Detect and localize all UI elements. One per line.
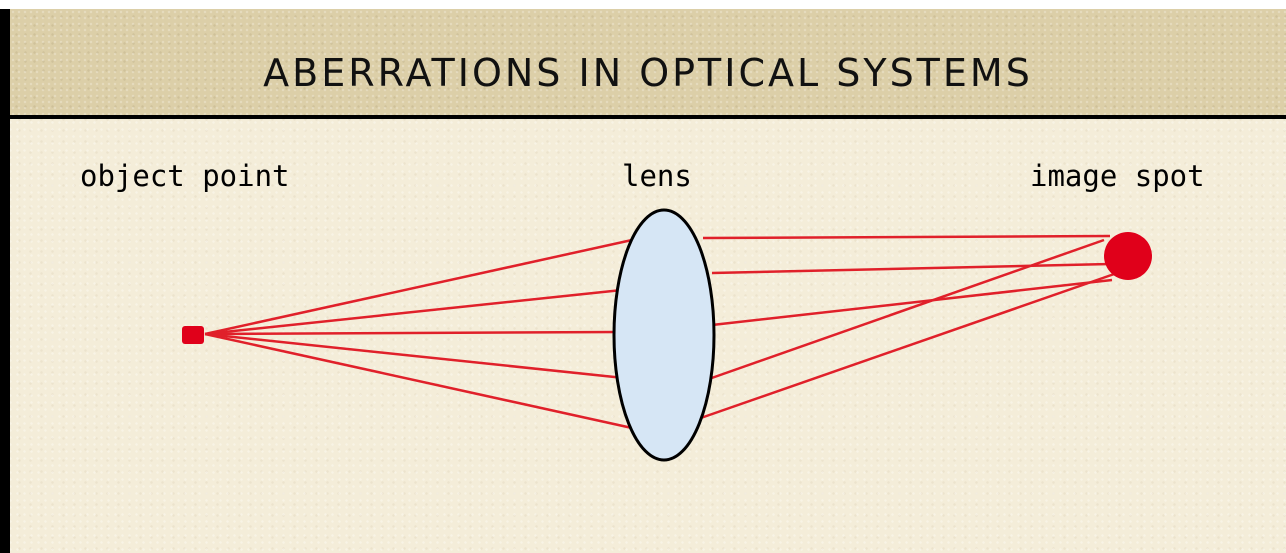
image-spot-label: image spot bbox=[1030, 159, 1205, 193]
outgoing-ray bbox=[705, 238, 1105, 382]
incoming-ray bbox=[204, 332, 625, 380]
object-point-marker bbox=[182, 326, 204, 344]
incoming-ray bbox=[204, 330, 621, 336]
incoming-ray bbox=[204, 332, 633, 430]
outgoing-ray bbox=[694, 270, 1121, 422]
top-margin bbox=[0, 0, 1286, 9]
incoming-ray bbox=[204, 288, 623, 336]
outgoing-ray bbox=[711, 262, 1111, 275]
title-banner bbox=[10, 9, 1286, 115]
light-rays bbox=[204, 234, 1121, 430]
lens-shape bbox=[612, 208, 716, 462]
incoming-ray bbox=[204, 238, 633, 336]
outgoing-ray bbox=[711, 278, 1113, 327]
header-divider bbox=[10, 115, 1286, 119]
left-border bbox=[0, 9, 10, 553]
page-title: ABERRATIONS IN OPTICAL SYSTEMS bbox=[263, 51, 1033, 95]
object-point-label: object point bbox=[80, 159, 290, 193]
lens-label: lens bbox=[622, 159, 692, 193]
outgoing-ray bbox=[702, 234, 1111, 240]
image-spot-marker bbox=[1104, 232, 1152, 280]
